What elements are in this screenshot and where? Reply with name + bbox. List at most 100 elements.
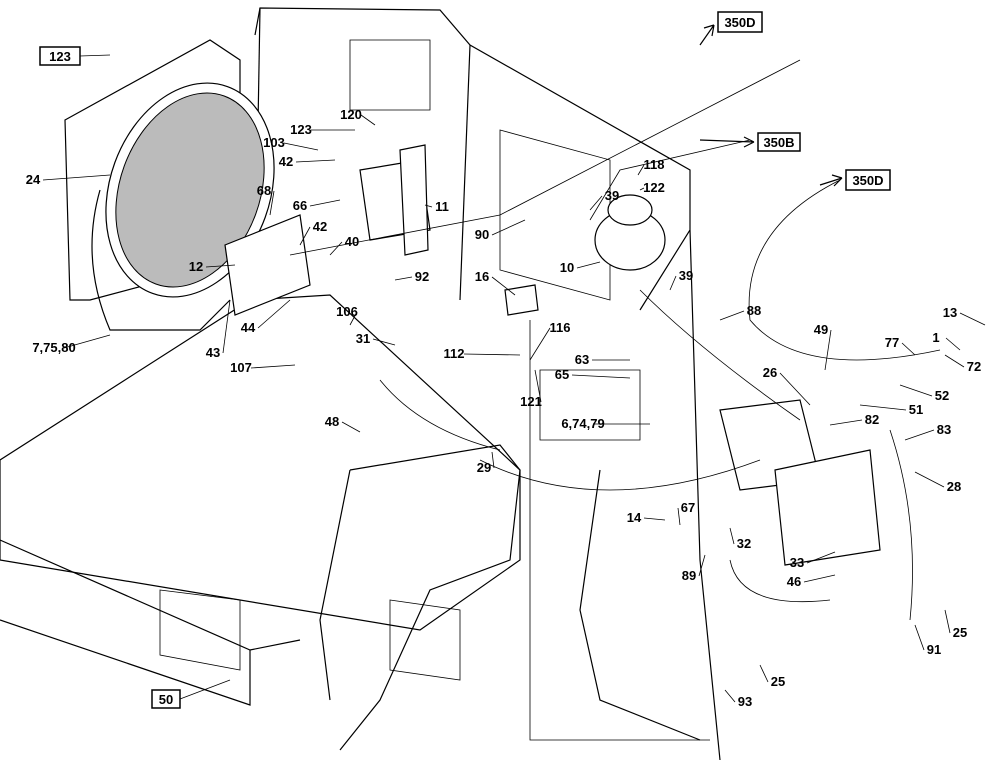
part-callout: 25 xyxy=(771,674,785,689)
hoses xyxy=(289,59,941,741)
leader-line xyxy=(372,338,396,346)
leader-line xyxy=(945,337,961,351)
part-callout: 82 xyxy=(865,412,879,427)
part-callout: 7,75,80 xyxy=(32,340,75,355)
part-callout: 116 xyxy=(550,320,571,335)
part-callout: 24 xyxy=(26,172,41,187)
leader-line xyxy=(269,190,275,216)
leader-line xyxy=(424,204,433,208)
leader-line xyxy=(491,219,526,236)
leader-line xyxy=(360,114,376,126)
part-callout: 103 xyxy=(263,135,285,150)
leader-line xyxy=(637,164,645,176)
part-callout: 90 xyxy=(475,227,489,242)
leader-line xyxy=(724,689,736,703)
leader-line xyxy=(944,354,965,368)
reference-box: 123 xyxy=(39,46,111,66)
leader-line xyxy=(669,275,677,291)
part-callout: 106 xyxy=(336,304,358,319)
leader-line xyxy=(463,353,521,356)
leader-line xyxy=(914,471,945,488)
leader-line xyxy=(491,276,516,296)
reference-label: 350D xyxy=(852,173,883,188)
reference-box: 50 xyxy=(151,679,231,709)
leader-line xyxy=(904,429,935,441)
part-callout: 26 xyxy=(763,365,777,380)
leader-line xyxy=(283,142,319,151)
part-callout: 65 xyxy=(555,367,569,382)
part-callout: 49 xyxy=(814,322,828,337)
reference-arrows xyxy=(699,24,843,187)
part-callout: 12 xyxy=(189,259,203,274)
part-callout: 42 xyxy=(313,219,327,234)
leader-line xyxy=(643,517,666,521)
leader-line xyxy=(829,419,863,426)
leader-line xyxy=(914,624,925,651)
leader-line xyxy=(899,384,933,397)
leader-line xyxy=(394,276,413,281)
part-callout: 25 xyxy=(953,625,967,640)
leader-line xyxy=(571,374,631,379)
part-callout: 29 xyxy=(477,460,491,475)
part-callout: 89 xyxy=(682,568,696,583)
part-callout: 83 xyxy=(937,422,951,437)
part-callout: 118 xyxy=(644,157,665,172)
part-callout: 46 xyxy=(787,574,801,589)
leader-line xyxy=(859,404,907,411)
leader-lines xyxy=(42,114,986,703)
reference-label: 50 xyxy=(159,692,173,707)
part-callout: 67 xyxy=(681,500,695,515)
part-callout: 43 xyxy=(206,345,220,360)
leader-line xyxy=(63,334,111,349)
part-callout: 107 xyxy=(230,360,252,375)
part-callout: 14 xyxy=(627,510,642,525)
reference-box: 350D xyxy=(717,11,763,33)
reference-box: 350D xyxy=(845,169,891,191)
leader-line xyxy=(529,327,551,361)
part-callout: 16 xyxy=(475,269,489,284)
part-callout: 48 xyxy=(325,414,339,429)
reference-label: 350B xyxy=(763,135,794,150)
part-callout: 6,74,79 xyxy=(561,416,604,431)
part-callout: 92 xyxy=(415,269,429,284)
part-callout: 31 xyxy=(356,331,370,346)
leader-line xyxy=(729,527,735,545)
leader-line xyxy=(698,554,706,577)
leader-line xyxy=(257,299,291,329)
leader-line xyxy=(639,187,645,191)
part-callout: 33 xyxy=(790,555,804,570)
leader-line xyxy=(42,174,111,181)
leader-line xyxy=(803,574,836,583)
part-callout: 72 xyxy=(967,359,981,374)
leader-line xyxy=(222,299,231,354)
leader-line xyxy=(349,311,358,326)
leader-line xyxy=(329,241,343,256)
part-callout: 28 xyxy=(947,479,961,494)
part-callout: 52 xyxy=(935,388,949,403)
part-callout: 123 xyxy=(290,122,312,137)
part-callout: 10 xyxy=(560,260,574,275)
reference-label: 350D xyxy=(724,15,755,30)
leader-line xyxy=(719,310,745,321)
part-callout: 51 xyxy=(909,402,923,417)
part-callout: 68 xyxy=(257,183,271,198)
leader-line xyxy=(295,159,336,163)
part-callout: 42 xyxy=(279,154,293,169)
leader-line xyxy=(901,342,916,356)
leader-line xyxy=(806,551,836,564)
part-callout: 66 xyxy=(293,198,307,213)
leader-line xyxy=(759,664,769,683)
part-callout: 112 xyxy=(444,346,465,361)
part-callout: 39 xyxy=(605,188,619,203)
leader-line xyxy=(534,369,542,403)
leader-line xyxy=(250,364,296,369)
leader-line xyxy=(944,609,951,634)
leader-line xyxy=(341,421,361,433)
part-callout: 13 xyxy=(943,305,957,320)
part-callout: 32 xyxy=(737,536,751,551)
part-callout: 91 xyxy=(927,642,941,657)
part-callout: 77 xyxy=(885,335,899,350)
leader-line xyxy=(205,264,236,268)
leader-line xyxy=(589,195,603,211)
